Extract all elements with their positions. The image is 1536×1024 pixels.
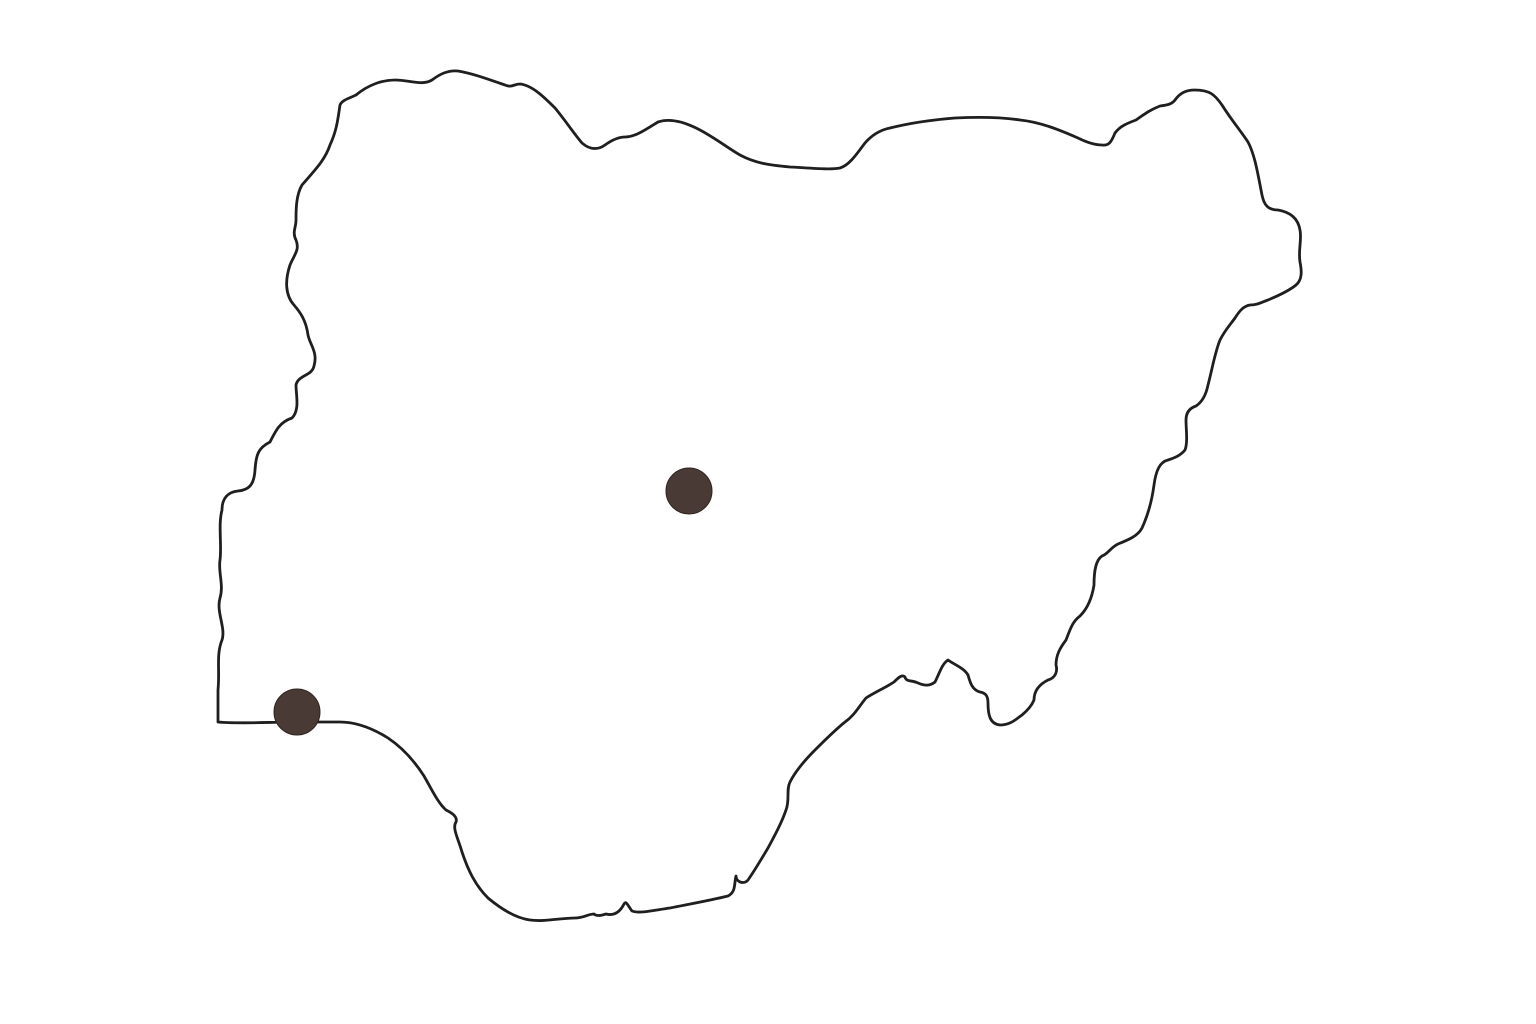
nigeria-outline — [216, 69, 1303, 922]
location-marker-southwest[interactable] — [273, 688, 321, 736]
location-marker-center[interactable] — [665, 467, 713, 515]
